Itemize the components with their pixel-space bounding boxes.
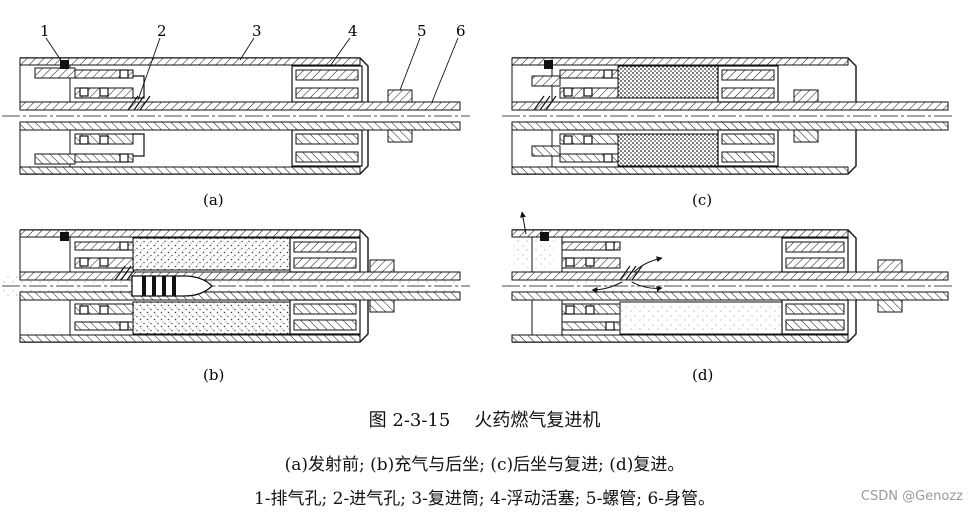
callout-4: 4 bbox=[348, 22, 358, 40]
panel-c: (c) bbox=[502, 57, 952, 209]
panel-label-d: (d) bbox=[692, 366, 713, 384]
figure-number: 图 2-3-15 bbox=[368, 410, 451, 431]
projectile bbox=[131, 275, 213, 297]
figure-caption-title: 图 2-3-15 火药燃气复进机 bbox=[0, 406, 969, 432]
recoil-mechanism-diagram: 1 2 3 4 5 6 (a) bbox=[2, 22, 952, 384]
callout-2: 2 bbox=[157, 22, 167, 40]
callout-1: 1 bbox=[40, 22, 50, 40]
panel-label-b: (b) bbox=[203, 366, 224, 384]
panel-b: (b) bbox=[2, 229, 470, 384]
gas-flow-arrow-right bbox=[631, 281, 663, 292]
figure-caption-legend: 1-排气孔; 2-进气孔; 3-复进筒; 4-浮动活塞; 5-螺管; 6-身管。 bbox=[253, 489, 716, 509]
panel-label-c: (c) bbox=[692, 191, 712, 209]
panel-d: (d) bbox=[502, 211, 952, 384]
gas-flow-arrow bbox=[591, 281, 623, 293]
exhaust-arrow bbox=[520, 211, 527, 235]
callout-6: 6 bbox=[456, 22, 466, 40]
figure-title: 火药燃气复进机 bbox=[474, 410, 601, 431]
callout-5: 5 bbox=[417, 22, 427, 40]
figure-caption-subtitle: (a)发射前; (b)充气与后坐; (c)后坐与复进; (d)复进。 bbox=[284, 455, 685, 475]
gas-flow-arrow-up bbox=[633, 256, 663, 273]
panel-a: 1 2 3 4 5 6 (a) bbox=[2, 22, 470, 209]
watermark: CSDN @Genozz bbox=[860, 489, 963, 504]
callout-3: 3 bbox=[252, 22, 262, 40]
panel-label-a: (a) bbox=[203, 191, 224, 209]
